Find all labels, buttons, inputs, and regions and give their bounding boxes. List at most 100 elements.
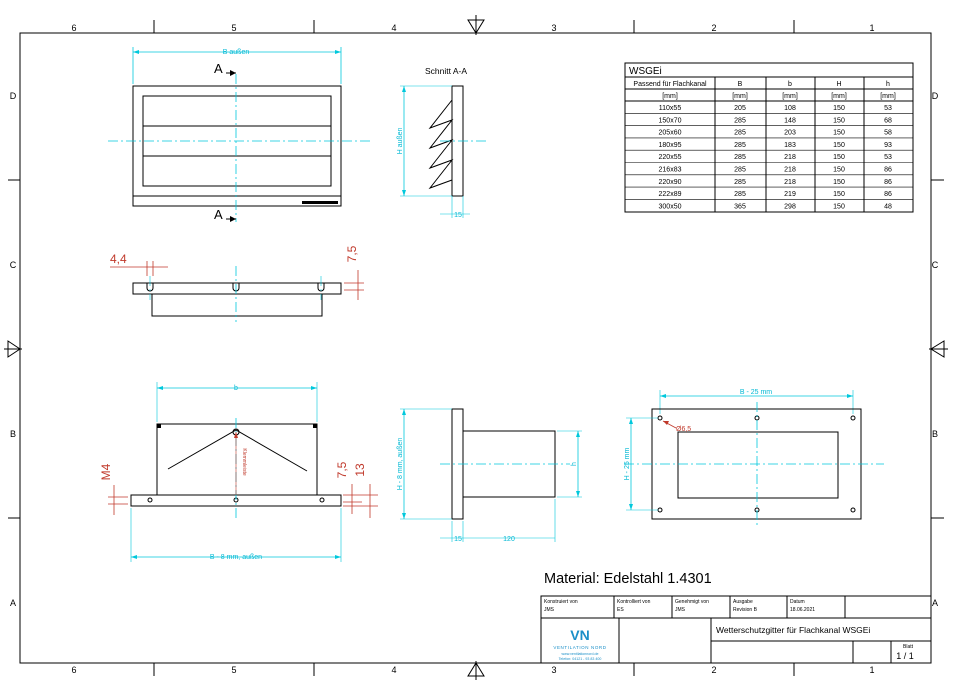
table-cell: 285 — [734, 142, 746, 149]
col-number-top-1: 1 — [869, 23, 874, 33]
table-cell: 150 — [833, 191, 845, 198]
col-number-top-3: 3 — [551, 23, 556, 33]
table-cell: 285 — [734, 167, 746, 174]
dimension-table: WSGEi Passend für Flachkanal B b H h [mm… — [624, 62, 914, 213]
table-unit-4: [mm] — [880, 93, 896, 100]
table-cell: 218 — [784, 154, 796, 161]
row-letter-right-b: B — [932, 429, 938, 439]
tb-ausgabe-label: Ausgabe — [733, 599, 753, 605]
table-cell: 300x50 — [659, 203, 682, 210]
table-cell: 150 — [833, 167, 845, 174]
material-label: Material: Edelstahl 1.4301 — [544, 571, 712, 587]
table-cell: 285 — [734, 179, 746, 186]
table-unit-1: [mm] — [732, 93, 748, 100]
tb-ausgabe-value: Revision B — [733, 607, 758, 613]
table-title: WSGEi — [629, 66, 662, 77]
top-dim-44: 4,4 — [110, 252, 127, 266]
col-number-bottom-3: 3 — [551, 665, 556, 675]
bottom-vertical-note: Klemmleiste — [241, 448, 247, 475]
rear-width-label: B - 25 mm — [740, 389, 772, 396]
side-height-label: H - 8 mm, außen — [397, 438, 404, 491]
tb-drawing-title: Wetterschutzgitter für Flachkanal WSGEi — [716, 625, 870, 635]
table-cell: 86 — [884, 191, 892, 198]
col-number-bottom-1: 1 — [869, 665, 874, 675]
side-dim-120: 120 — [503, 536, 515, 543]
bottom-m4-label: M4 — [99, 463, 113, 480]
logo-phone: Telefon: 04121 - 93 83 400 — [559, 657, 602, 661]
col-number-bottom-4: 4 — [391, 665, 396, 675]
table-cell: 285 — [734, 191, 746, 198]
top-dim-75: 7,5 — [345, 245, 359, 262]
tb-genehmigt-label: Genehmigt von — [675, 599, 709, 605]
rear-height-label: H - 25 mm — [624, 447, 631, 480]
table-cell: 150 — [833, 154, 845, 161]
col-number-bottom-5: 5 — [231, 665, 236, 675]
table-cell: 219 — [784, 191, 796, 198]
side-h-label: h — [571, 462, 578, 466]
logo-text: VENTILATION NORD — [553, 645, 606, 650]
bottom-13-label: 13 — [353, 463, 367, 477]
table-cell: 86 — [884, 179, 892, 186]
rear-hole-label: Ø6,5 — [676, 426, 691, 433]
tb-konstruiert-label: Konstruiert von — [544, 599, 578, 605]
table-unit-2: [mm] — [782, 93, 798, 100]
table-cell: 298 — [784, 203, 796, 210]
bottom-75-label: 7,5 — [335, 461, 349, 478]
side-dim-15: 15 — [454, 536, 462, 543]
table-cell: 220x55 — [659, 154, 682, 161]
col-number-bottom-2: 2 — [711, 665, 716, 675]
col-number-top-5: 5 — [231, 23, 236, 33]
section-depth-label: 15 — [454, 212, 462, 219]
table-cell: 150x70 — [659, 117, 682, 124]
table-header-4: h — [886, 81, 890, 88]
table-unit-0: [mm] — [662, 93, 678, 100]
table-header-0: Passend für Flachkanal — [633, 81, 707, 88]
table-cell: 218 — [784, 179, 796, 186]
logo-contact: www.ventilationnord.de — [562, 652, 599, 656]
bottom-view: b Klemmleiste M4 7,5 13 B - 8 mm, außen — [99, 382, 378, 562]
row-letter-left-d: D — [10, 91, 17, 101]
table-cell: 183 — [784, 142, 796, 149]
col-number-bottom-6: 6 — [71, 665, 76, 675]
section-view: Schnitt A-A H außen 15 — [397, 66, 486, 219]
row-letter-right-c: C — [932, 260, 939, 270]
table-cell: 150 — [833, 130, 845, 137]
tb-datum-value: 18.06.2021 — [790, 607, 815, 613]
table-header-2: b — [788, 81, 792, 88]
row-letter-left-b: B — [10, 429, 16, 439]
row-letter-right-a: A — [932, 598, 938, 608]
table-cell: 150 — [833, 105, 845, 112]
table-cell: 148 — [784, 117, 796, 124]
section-title: Schnitt A-A — [425, 66, 467, 76]
drawing-frame: 6 5 4 3 2 1 6 5 4 3 2 1 D C B A D C B A — [4, 15, 948, 680]
section-marker-top: A — [214, 61, 223, 76]
logo-mark-icon: VN — [570, 627, 589, 643]
table-cell: 285 — [734, 154, 746, 161]
tb-datum-label: Datum — [790, 599, 805, 605]
rear-view: B - 25 mm Ø6,5 H - 25 mm — [624, 389, 884, 526]
table-cell: 205 — [734, 105, 746, 112]
table-cell: 180x95 — [659, 142, 682, 149]
table-cell: 48 — [884, 203, 892, 210]
section-height-label: H außen — [397, 127, 404, 154]
table-cell: 150 — [833, 142, 845, 149]
table-cell: 150 — [833, 117, 845, 124]
tb-konstruiert-value: JMS — [544, 607, 555, 613]
col-number-top-4: 4 — [391, 23, 396, 33]
title-block: Konstruiert von JMS Kontrolliert von ES … — [540, 595, 932, 664]
front-width-label: B außen — [223, 49, 250, 56]
table-cell: 222x89 — [659, 191, 682, 198]
table-cell: 150 — [833, 179, 845, 186]
company-logo: VN VENTILATION NORD www.ventilationnord.… — [553, 627, 606, 661]
table-cell: 110x55 — [659, 105, 682, 112]
table-cell: 68 — [884, 117, 892, 124]
tb-blatt-label: Blatt — [903, 644, 914, 650]
table-cell: 93 — [884, 142, 892, 149]
table-header-1: B — [738, 81, 743, 88]
table-cell: 53 — [884, 105, 892, 112]
row-letter-right-d: D — [932, 91, 939, 101]
table-cell: 365 — [734, 203, 746, 210]
front-view: B außen A A — [108, 47, 372, 222]
